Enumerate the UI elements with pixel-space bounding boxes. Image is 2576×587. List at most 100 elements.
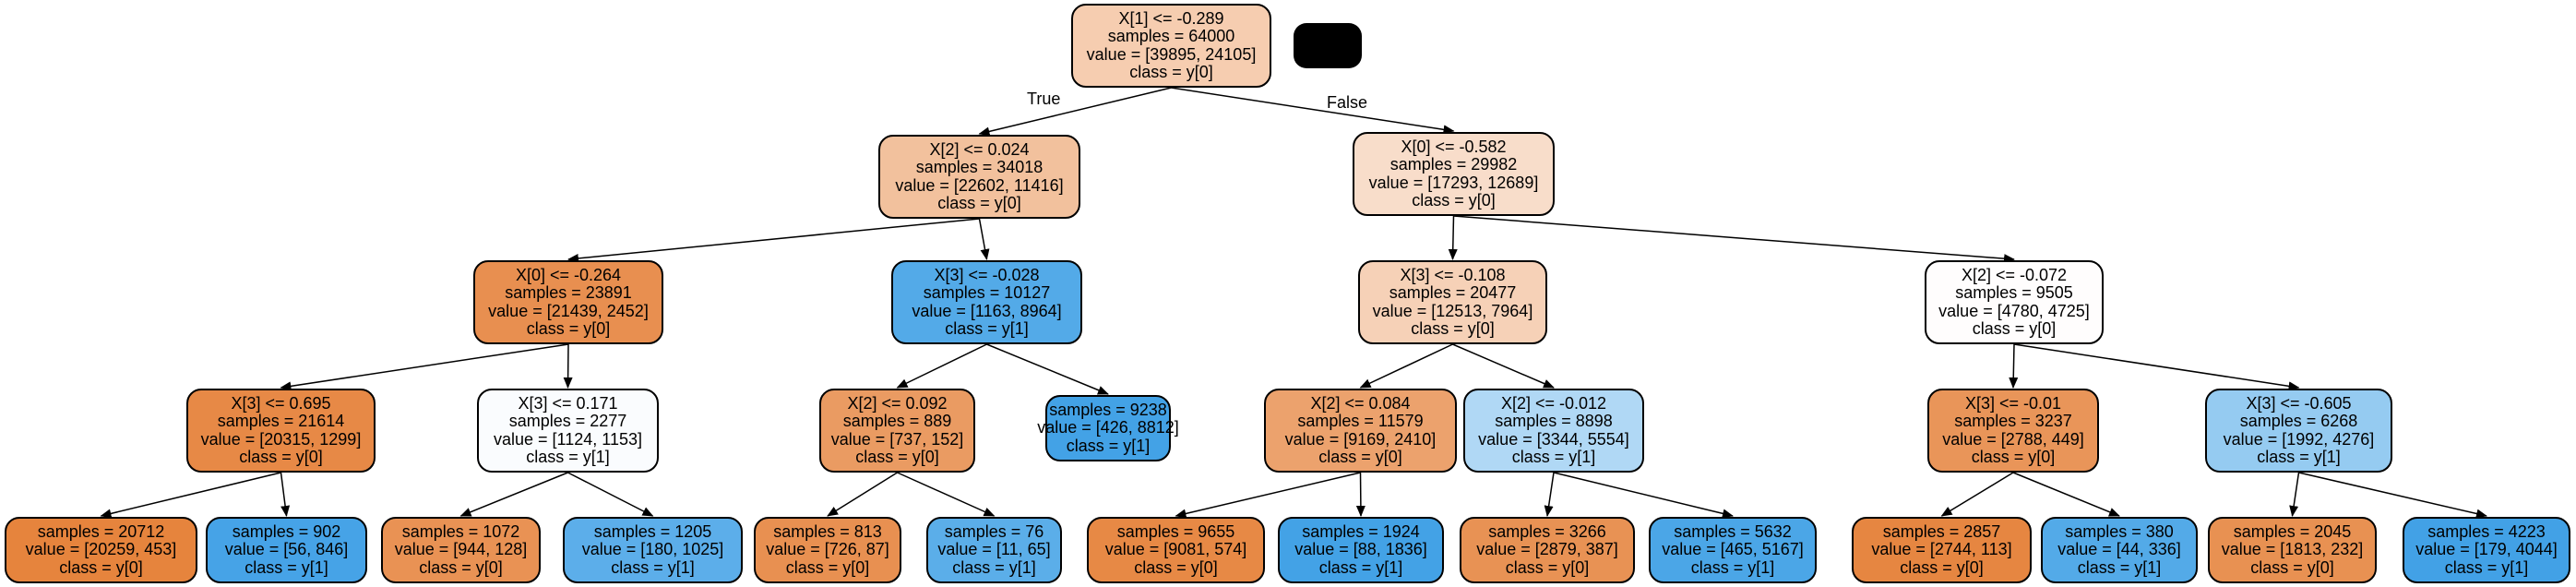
node-class: class = y[1]: [945, 319, 1029, 338]
node-samples: samples = 889: [842, 412, 952, 430]
node-samples: samples = 10127: [923, 283, 1051, 302]
node-samples: samples = 1205: [593, 521, 712, 541]
node-samples: samples = 813: [773, 521, 882, 541]
edge-n9-n20: [897, 472, 996, 517]
node-value: value = [9169, 2410]: [1284, 429, 1437, 449]
node-samples: samples = 64000: [1107, 27, 1235, 45]
node-split-condition: X[3] <= -0.108: [1400, 265, 1506, 284]
node-value: value = [726, 87]: [766, 540, 889, 559]
node-samples: samples = 2045: [2233, 521, 2352, 541]
node-samples: samples = 3266: [1488, 521, 1606, 541]
node-samples: samples = 34018: [915, 158, 1044, 176]
node-class: class = y[0]: [1411, 319, 1495, 338]
node-samples: samples = 76: [944, 521, 1044, 541]
edge-n3-n7: [280, 343, 569, 391]
edge-n1-n3: [567, 218, 980, 263]
edge-n8-n17: [459, 472, 568, 517]
node-samples: samples = 5632: [1674, 521, 1792, 541]
node-class: class = y[0]: [1900, 557, 1984, 577]
node-samples: samples = 21614: [217, 412, 345, 430]
edge-n7-n15: [100, 472, 281, 519]
edge-n5-n11: [1359, 343, 1453, 389]
node-value: value = [44, 336]: [2057, 540, 2181, 559]
edge-n5-n12: [1452, 343, 1555, 389]
node-class: class = y[1]: [952, 557, 1036, 577]
node-samples: samples = 9655: [1116, 521, 1235, 541]
node-class: class = y[0]: [1505, 557, 1590, 577]
node-value: value = [88, 1836]: [1294, 540, 1427, 559]
edge-n9-n19: [827, 472, 898, 517]
node-value: value = [2744, 113]: [1871, 540, 2012, 559]
node-samples: samples = 23891: [505, 283, 632, 302]
node-value: value = [1124, 1153]: [494, 429, 642, 449]
node-value: value = [11, 65]: [937, 540, 1051, 559]
node-class: class = y[0]: [1318, 448, 1402, 466]
node-samples: samples = 29982: [1389, 155, 1518, 174]
node-split-condition: X[2] <= 0.092: [847, 393, 948, 413]
node-value: value = [4780, 4725]: [1938, 301, 2090, 320]
node-value: value = [944, 128]: [394, 540, 528, 559]
edge-n11-n21: [1175, 472, 1361, 519]
node-class: class = y[1]: [2257, 448, 2341, 466]
edge-n13-n25: [1940, 472, 2014, 517]
edge-n6-n14: [2013, 343, 2300, 391]
node-value: value = [2879, 387]: [1476, 540, 1618, 559]
node-value: value = [17293, 12689]: [1368, 173, 1539, 192]
node-class: class = y[0]: [419, 557, 503, 577]
edge-n0-n2: [1171, 87, 1455, 135]
node-value: value = [20259, 453]: [25, 540, 177, 559]
node-samples: samples = 2857: [1882, 521, 2001, 541]
edge-n11-n22: [1355, 472, 1366, 517]
edge-n7-n16: [280, 472, 291, 517]
node-split-condition: X[0] <= -0.264: [515, 265, 622, 284]
node-split-condition: X[2] <= 0.024: [929, 139, 1030, 159]
node-samples: samples = 902: [232, 521, 341, 541]
node-value: value = [465, 5167]: [1662, 540, 1804, 559]
node-value: value = [426, 8812]: [1037, 418, 1179, 437]
edge-n14-n27: [2289, 472, 2300, 517]
node-value: value = [56, 846]: [224, 540, 349, 559]
node-class: class = y[1]: [1511, 448, 1596, 466]
node-split-condition: X[2] <= 0.084: [1310, 393, 1411, 413]
node-samples: samples = 1072: [401, 521, 520, 541]
edge-n1-n4: [978, 218, 990, 260]
node-samples: samples = 8898: [1495, 412, 1613, 430]
node-value: value = [1992, 4276]: [2223, 429, 2375, 449]
node-class: class = y[1]: [611, 557, 695, 577]
node-samples: samples = 380: [2065, 521, 2174, 541]
node-class: class = y[1]: [2077, 557, 2162, 577]
node-class: class = y[1]: [1690, 557, 1775, 577]
node-value: value = [21439, 2452]: [488, 301, 649, 320]
edge-n8-n18: [567, 472, 654, 517]
edge-n12-n24: [1553, 472, 1734, 519]
